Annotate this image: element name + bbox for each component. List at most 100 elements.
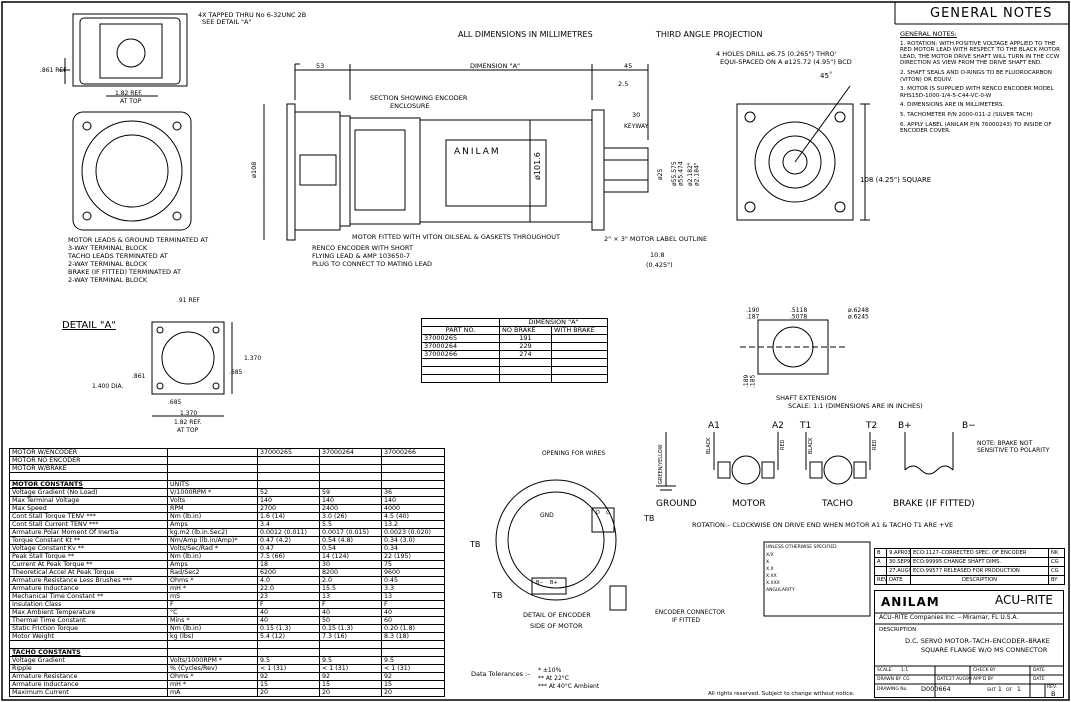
rev-by-cell: CG <box>1048 566 1065 576</box>
terminal-note-6: 2-WAY TERMINAL BLOCK <box>68 276 148 284</box>
part-cell: 37000264 <box>421 342 500 351</box>
anilam-logo: ANILAM <box>881 595 940 609</box>
scale-label: SCALE <box>877 668 892 673</box>
spec-cell: 140 <box>319 496 382 505</box>
spec-cell: F <box>257 600 320 609</box>
tb-label-1: TB <box>643 514 654 523</box>
spec-cell: Max Ambient Temperature <box>9 608 168 617</box>
shaft-title: SHAFT EXTENSION <box>776 394 837 402</box>
spec-cell <box>167 456 258 465</box>
spec-cell: 3.3 <box>381 584 445 593</box>
wire-t1: T1 <box>799 421 811 431</box>
table-row: Cont Stall Torque TENV ***Nm (lb.in)1.6 … <box>9 512 445 521</box>
pin-b-plus: B+ <box>550 580 558 586</box>
tb-label-2: TB <box>469 540 480 549</box>
spec-cell: 6200 <box>257 568 320 577</box>
spec-cell: 0.34 (3.0) <box>381 536 445 545</box>
spec-cell: 5.5 <box>319 520 382 529</box>
spec-cell: kg (lbs) <box>167 632 258 641</box>
no-brake-cell: 229 <box>499 342 552 351</box>
rev-label: REV. <box>1047 685 1057 690</box>
spec-cell: Nm (lb.in) <box>167 552 258 561</box>
wire-b-plus: B+ <box>898 421 912 431</box>
pin-d: D <box>596 510 600 516</box>
spec-cell: Nm/Amp (lb.in/Amp)* <box>167 536 258 545</box>
tol-block-title: UNLESS OTHERWISE SPECIFIED <box>766 544 837 550</box>
at-top: AT TOP <box>120 98 142 105</box>
spec-cell: Motor Weight <box>9 632 168 641</box>
spec-cell: % (Cycles/Rev) <box>167 664 258 673</box>
spec-cell: 4000 <box>381 504 445 513</box>
square-note: 108 (4.25") SQUARE <box>860 176 931 184</box>
spec-cell: Armature Inductance <box>9 584 168 593</box>
spec-cell: 20 <box>257 688 320 697</box>
encoder-detail-title-1: DETAIL OF ENCODER <box>523 611 591 619</box>
spec-cell: 37000264 <box>319 448 382 457</box>
spec-cell: Nm (lb.in) <box>167 512 258 521</box>
spec-cell: < 1 (31) <box>257 664 320 673</box>
dimensions-note: ALL DIMENSIONS IN MILLIMETRES <box>458 30 593 39</box>
tol-line-2: X.X <box>766 566 774 572</box>
spec-cell: 0.0012 (0.011) <box>257 528 320 537</box>
brake-note-1: NOTE: BRAKE NOT <box>977 440 1033 447</box>
drawn-date-label: DATE <box>937 677 949 682</box>
spec-cell: Nm (lb.in) <box>167 624 258 633</box>
shaft-dim-189: .189.185 <box>743 374 757 388</box>
dim-45: 45 <box>624 62 632 70</box>
spec-cell: Amps <box>167 560 258 569</box>
spec-cell: 30 <box>319 560 382 569</box>
spec-cell: 18 <box>257 560 320 569</box>
note-4: 4. DIMENSIONS ARE IN MILLIMETERS. <box>900 102 1005 109</box>
motor-label: MOTOR <box>732 499 766 509</box>
spec-cell <box>167 448 258 457</box>
spec-cell: MOTOR CONSTANTS <box>9 480 168 489</box>
with-brake-cell <box>550 334 609 343</box>
rev-by-cell: NK <box>1048 548 1065 558</box>
note-5: 5. TACHOMETER P/N 2000-011-2 (SILVER TAC… <box>900 111 1033 118</box>
spec-cell: 22.0 <box>257 584 320 593</box>
spec-cell: 60 <box>381 616 445 625</box>
spec-cell: 13 <box>381 592 445 601</box>
spec-cell: 75 <box>381 560 445 569</box>
spec-cell: Ohms * <box>167 576 258 585</box>
spec-cell: 0.47 <box>257 544 320 553</box>
spec-cell <box>167 648 258 657</box>
scale-value: 1:1 <box>901 668 909 673</box>
gnd-label: GND <box>540 512 554 519</box>
rotation-note: ROTATION:– CLOCKWISE ON DRIVE END WHEN M… <box>692 521 953 529</box>
check-label: CHECK BY <box>973 668 996 673</box>
spec-cell: Armature Resistance <box>9 672 168 681</box>
spec-cell: 8.3 (18) <box>381 632 445 641</box>
rev-desc-cell: ECO:99995 CHANGE SHAFT DIMS. <box>910 557 1049 567</box>
spec-cell: 7.5 (66) <box>257 552 320 561</box>
drawing-no-value: D000664 <box>921 685 951 693</box>
tapped-note: 4X TAPPED THRU No 6-32UNC 2B <box>198 11 306 19</box>
spec-cell <box>319 648 382 657</box>
spec-cell <box>257 648 320 657</box>
table-row <box>9 640 445 649</box>
spec-cell: MOTOR NO ENCODER <box>9 456 168 465</box>
spec-cell: Peak Stall Torque ** <box>9 552 168 561</box>
renco-line-2: FLYING LEAD & AMP 103650-7 <box>312 252 410 260</box>
spec-cell <box>381 464 445 473</box>
detail-at-top: AT TOP <box>177 427 199 434</box>
table-row: Armature Resistance Less Brushes ***Ohms… <box>9 576 445 585</box>
table-row: MOTOR W/BRAKE <box>9 464 445 473</box>
see-detail-note: SEE DETAIL "A" <box>202 18 251 26</box>
spec-cell: Ohms * <box>167 672 258 681</box>
note-6: 6. APPLY LABEL (ANILAM P/N 76000243) TO … <box>900 121 1052 135</box>
spec-cell <box>167 472 258 481</box>
spec-cell: 22 (195) <box>381 552 445 561</box>
spec-cell: 0.20 (1.8) <box>381 624 445 633</box>
spec-cell <box>381 640 445 649</box>
spec-cell: 15 <box>257 680 320 689</box>
dim-0-425: (0.425") <box>646 261 673 269</box>
